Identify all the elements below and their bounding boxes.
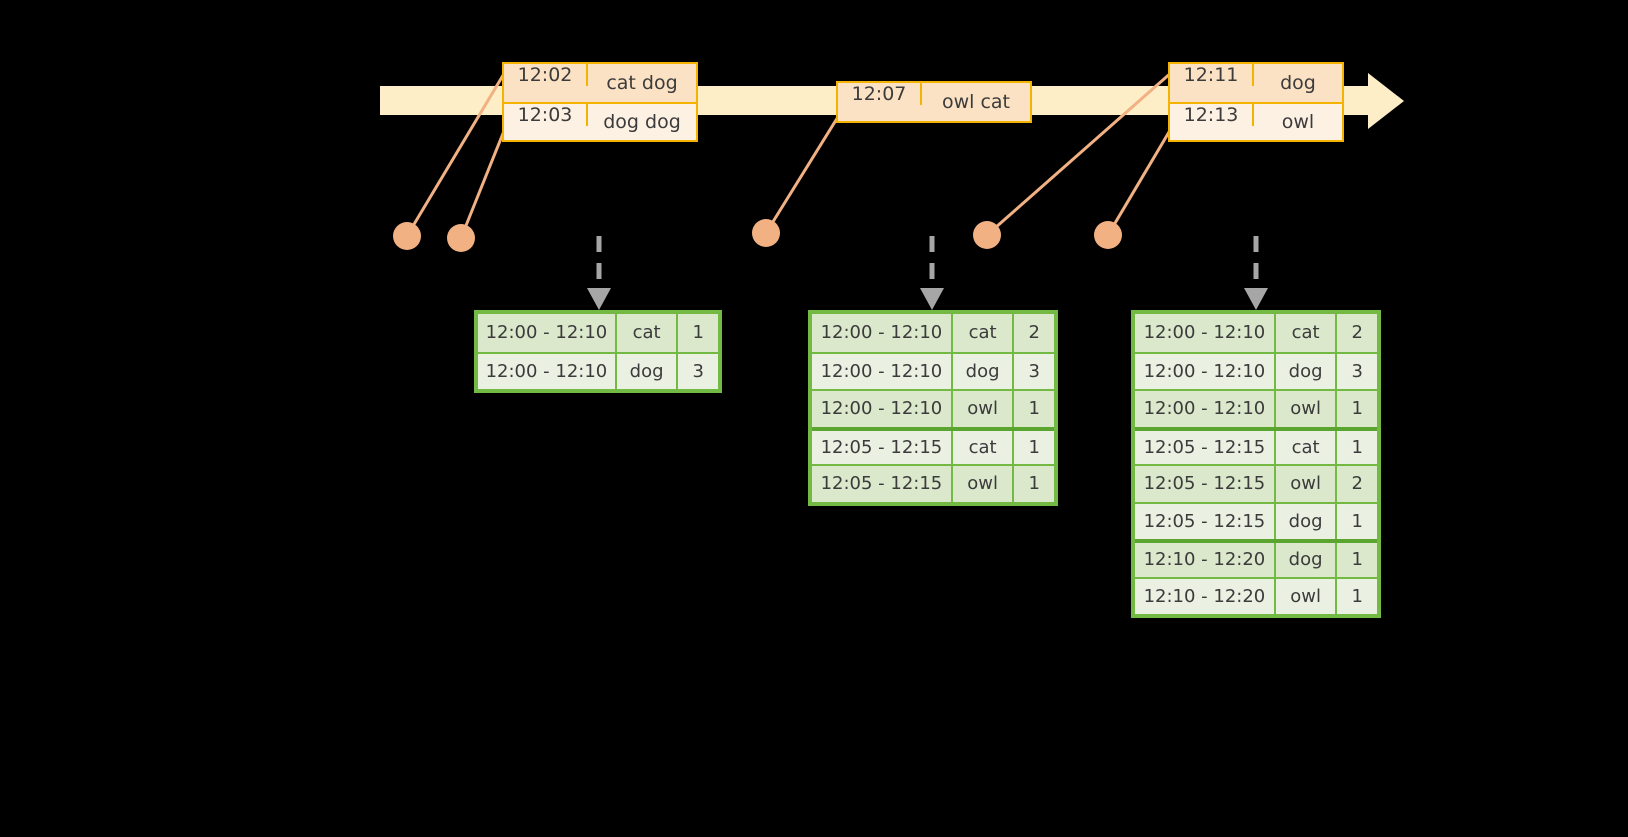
event-row: 12:07 owl cat <box>838 83 1030 121</box>
cell-count: 3 <box>1028 360 1040 382</box>
cell-key: dog <box>1276 543 1338 577</box>
connector-dot-4 <box>973 221 1001 249</box>
cell-count: 1 <box>1028 473 1040 495</box>
cell-key: cat <box>1276 314 1338 352</box>
cell-key: owl <box>953 391 1015 427</box>
cell-key: owl <box>1276 391 1338 427</box>
cell-count: 2 <box>1351 473 1363 495</box>
connector-dot-5 <box>1094 221 1122 249</box>
cell-key: cat <box>1276 430 1338 464</box>
cell-window: 12:00 - 12:10 <box>478 314 617 352</box>
event-time: 12:02 <box>504 64 588 102</box>
event-group-2: 12:07 owl cat <box>836 81 1032 123</box>
cell-count: 1 <box>692 322 704 344</box>
timeline-arrow-icon <box>1368 73 1404 129</box>
cell-count: 1 <box>1351 436 1363 458</box>
cell-window: 12:05 - 12:15 <box>812 430 953 464</box>
cell-count: 2 <box>1351 322 1363 344</box>
cell-window: 12:05 - 12:15 <box>812 466 953 502</box>
cell-window: 12:05 - 12:15 <box>1135 430 1276 464</box>
connector-dot-2 <box>447 224 475 252</box>
event-row: 12:13 owl <box>1170 102 1342 140</box>
cell-window: 12:00 - 12:10 <box>1135 353 1276 389</box>
cell-count: 3 <box>692 360 704 382</box>
cell-key: cat <box>617 314 679 352</box>
event-group-3: 12:11 dog 12:13 owl <box>1168 62 1344 142</box>
event-time-label: 12:03 <box>504 104 588 126</box>
event-time-label: 12:07 <box>838 83 922 105</box>
cell-count: 1 <box>1351 585 1363 607</box>
cell-key: owl <box>1276 466 1338 502</box>
cell-key: dog <box>1276 503 1338 539</box>
event-time-label: 12:02 <box>504 64 588 86</box>
cell-window: 12:10 - 12:20 <box>1135 578 1276 614</box>
event-row: 12:02 cat dog <box>504 64 696 102</box>
cell-window: 12:00 - 12:10 <box>812 314 953 352</box>
cell-count: 1 <box>1351 398 1363 420</box>
event-group-1: 12:02 cat dog 12:03 dog dog <box>502 62 698 142</box>
event-time: 12:07 <box>838 83 922 121</box>
cell-count: 3 <box>1351 360 1363 382</box>
cell-count: 2 <box>1028 322 1040 344</box>
cell-key: dog <box>1276 353 1338 389</box>
cell-key: dog <box>953 353 1015 389</box>
cell-window: 12:00 - 12:10 <box>812 353 953 389</box>
event-time: 12:03 <box>504 104 588 140</box>
event-time: 12:11 <box>1170 64 1254 102</box>
event-row: 12:11 dog <box>1170 64 1342 102</box>
cell-window: 12:05 - 12:15 <box>1135 503 1276 539</box>
event-row: 12:03 dog dog <box>504 102 696 140</box>
event-value-label: dog dog <box>603 111 681 133</box>
cell-window: 12:00 - 12:10 <box>478 353 617 389</box>
event-value-label: owl <box>1281 111 1315 133</box>
cell-key: owl <box>953 466 1015 502</box>
event-value-label: cat dog <box>606 72 678 94</box>
cell-key: cat <box>953 430 1015 464</box>
cell-window: 12:00 - 12:10 <box>812 391 953 427</box>
event-time-label: 12:13 <box>1170 104 1254 126</box>
cell-count: 1 <box>1351 510 1363 532</box>
cell-window: 12:10 - 12:20 <box>1135 543 1276 577</box>
connector-dot-3 <box>752 219 780 247</box>
event-time-label: 12:11 <box>1170 64 1254 86</box>
cell-key: dog <box>617 353 679 389</box>
event-value-label: dog <box>1280 72 1316 94</box>
event-time: 12:13 <box>1170 104 1254 140</box>
cell-window: 12:05 - 12:15 <box>1135 466 1276 502</box>
cell-count: 1 <box>1028 398 1040 420</box>
cell-count: 1 <box>1028 436 1040 458</box>
cell-key: cat <box>953 314 1015 352</box>
cell-window: 12:00 - 12:10 <box>1135 314 1276 352</box>
cell-key: owl <box>1276 578 1338 614</box>
event-value-label: owl cat <box>941 91 1011 113</box>
cell-window: 12:00 - 12:10 <box>1135 391 1276 427</box>
cell-count: 1 <box>1351 549 1363 571</box>
connector-dot-1 <box>393 222 421 250</box>
